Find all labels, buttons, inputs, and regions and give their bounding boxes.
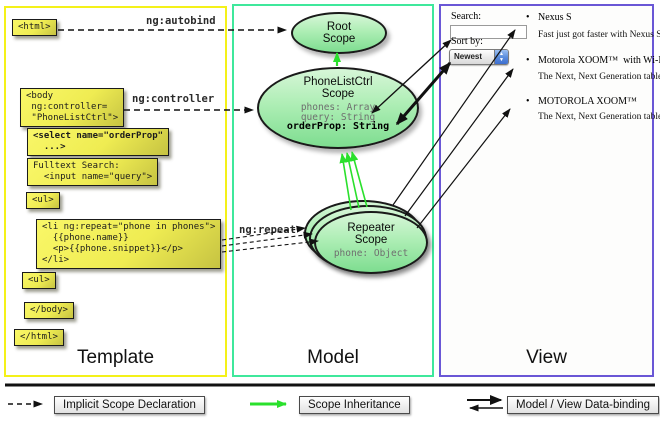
repeater-scope-title: Repeater Scope [347,222,395,246]
prop-phone: phone: Object [333,248,409,259]
prop-phones: phones: Array [300,102,376,113]
stepper-down-icon: ▼ [499,57,504,63]
phone-item-name: Motorola XOOM™ with Wi-Fi [538,55,660,66]
code-html-open: <html> [12,19,57,36]
model-panel: Model [232,4,434,377]
template-panel-label: Template [76,347,155,368]
code-ul-open: <ul> [26,192,60,209]
dropdown-stepper-icon: ▲ ▼ [494,50,508,64]
root-scope-ellipse: Root Scope [291,12,387,54]
code-html-close: </html> [14,329,64,346]
ng-controller-label: ng:controller [132,93,215,105]
prop-orderprop: orderProp: String [286,121,390,132]
bullet-icon: • [526,12,530,23]
search-label: Search: [451,11,481,22]
code-fulltext-search: Fulltext Search: <input name="query"> [27,158,159,186]
code-body-close: </body> [24,302,74,319]
phone-item-desc: The Next, Next Generation tablet. [538,72,660,82]
phone-item-desc: The Next, Next Generation tablet. [538,112,660,122]
repeater-scope-ellipse-front: Repeater Scope phone: Object [314,211,428,274]
code-ul-close: <ul> [22,272,56,289]
legend-scope-inheritance: Scope Inheritance [299,396,410,414]
phone-item-desc: Fast just got faster with Nexus S. [538,30,660,40]
prop-query: query: String [300,111,376,123]
sort-by-label: Sort by: [451,36,483,47]
sort-dropdown[interactable]: Newest ▲ ▼ [449,49,509,65]
ng-repeat-label: ng:repeat [239,224,296,236]
legend-model-view-databinding: Model / View Data-binding [507,396,660,414]
phone-item-name: Nexus S [538,12,572,23]
code-li-repeat: <li ng:repeat="phone in phones"> {{phone… [36,219,222,269]
bullet-icon: • [526,96,530,107]
phonelistctrl-scope-ellipse: PhoneListCtrl Scope phones: Array query:… [257,67,419,149]
sort-dropdown-value: Newest [454,52,483,61]
code-body-open: <body ng:controller= "PhoneListCtrl"> [20,88,125,127]
phonelistctrl-scope-title: PhoneListCtrl Scope [303,76,373,100]
root-scope-title: Root Scope [322,21,356,45]
bullet-icon: • [526,55,530,66]
legend-implicit-scope-declaration: Implicit Scope Declaration [54,396,205,414]
phone-item-name: MOTOROLA XOOM™ [538,96,637,107]
ng-autobind-label: ng:autobind [146,15,216,27]
code-select-orderprop: <select name="orderProp" ...> [27,128,170,156]
view-panel-label: View [526,347,567,368]
model-panel-label: Model [307,347,359,368]
